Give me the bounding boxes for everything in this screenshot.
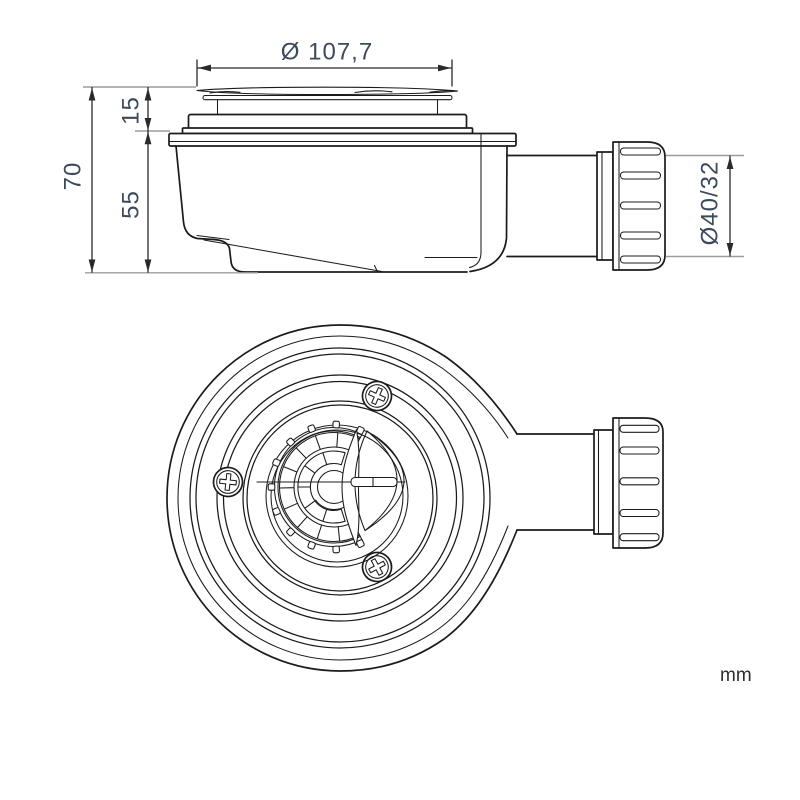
bottom-view	[166, 324, 664, 672]
dim-label-total-height: 70	[59, 162, 86, 191]
nut-ribs-bottom	[619, 424, 660, 542]
dim-outlet-diameter: Ø40/32	[666, 154, 744, 258]
strainer-teeth	[267, 420, 365, 554]
dim-upper-height: 15	[117, 87, 170, 273]
screw-bottom	[361, 551, 393, 583]
strainer-web	[256, 420, 406, 554]
dim-total-height: 70	[59, 86, 258, 274]
dim-label-top-diameter: Ø 107,7	[281, 39, 373, 66]
bottom-view-circles	[189, 347, 491, 649]
strainer-inner-spokes	[297, 452, 328, 522]
phillips-cross-icon	[219, 473, 237, 491]
side-view-cover-plate	[196, 86, 459, 116]
phillips-cross-icon	[368, 558, 386, 576]
side-view-body	[175, 145, 508, 273]
dim-label-body-height: 55	[117, 190, 144, 219]
bottom-view-outlet	[516, 417, 664, 549]
screw-top	[361, 380, 393, 412]
bottom-view-outline	[166, 324, 518, 672]
phillips-cross-icon	[368, 387, 386, 405]
strainer-outer-spokes	[278, 432, 341, 542]
nut-ribs-side	[619, 147, 662, 264]
side-view: Ø 107,7 70 15 55	[59, 39, 744, 274]
units-label: mm	[720, 665, 752, 686]
strainer-handle	[350, 476, 398, 488]
dim-label-outlet-diameter: Ø40/32	[696, 161, 723, 246]
screw-left	[212, 466, 244, 498]
dim-body-height: 55	[117, 131, 152, 272]
dim-label-upper-height: 15	[117, 96, 144, 125]
side-view-outlet	[506, 141, 666, 271]
side-view-flange	[168, 113, 517, 147]
dim-top-diameter: Ø 107,7	[196, 39, 453, 87]
